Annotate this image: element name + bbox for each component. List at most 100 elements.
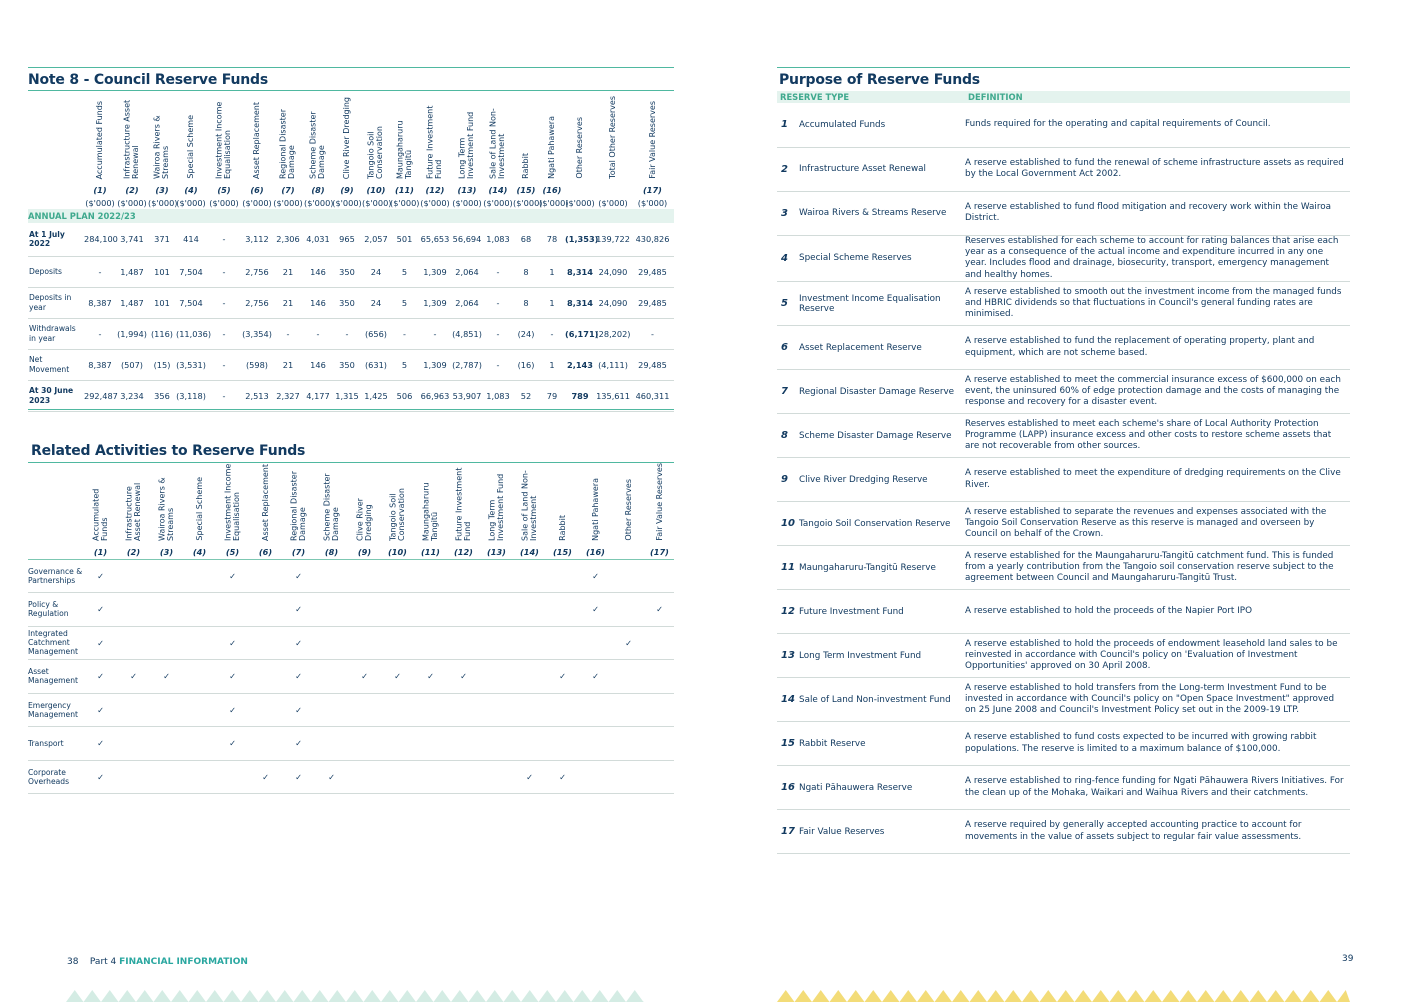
related-row: Transport✓✓✓ bbox=[28, 726, 674, 761]
table-cell: 414 bbox=[176, 223, 206, 257]
related-row-label: Emergency Management bbox=[28, 693, 84, 727]
reserve-name: Future Investment Fund bbox=[799, 589, 966, 635]
table-cell: 29,485 bbox=[631, 287, 674, 319]
footer-part: Part 4 bbox=[89, 957, 117, 967]
table-cell: - bbox=[206, 223, 242, 257]
checkmark-icon: ✓ bbox=[249, 760, 282, 794]
checkmark-icon: ✓ bbox=[84, 559, 117, 593]
column-unit: ($'000) bbox=[148, 198, 178, 208]
empty-cell bbox=[612, 726, 645, 761]
related-row-label: Integrated Catchment Management bbox=[28, 626, 84, 660]
empty-cell bbox=[447, 592, 480, 627]
table-cell: 29,485 bbox=[631, 256, 674, 288]
empty-cell bbox=[249, 693, 282, 727]
related-column-label: Special Scheme bbox=[194, 477, 204, 541]
top-rule bbox=[28, 67, 674, 68]
empty-cell bbox=[480, 693, 513, 727]
checkmark-icon: ✓ bbox=[579, 659, 612, 694]
checkmark-icon: ✓ bbox=[645, 592, 674, 627]
empty-cell bbox=[480, 726, 513, 761]
table-cell: 7,504 bbox=[176, 287, 206, 319]
column-header-label: Infrastructure Asset Renewal bbox=[122, 99, 140, 179]
col-definition: DEFINITION bbox=[965, 91, 1351, 103]
table-cell: 356 bbox=[148, 380, 176, 412]
row-label: Withdrawals in year bbox=[28, 318, 84, 350]
table-cell: 4,177 bbox=[304, 380, 332, 412]
related-column-number: (6) bbox=[258, 546, 273, 557]
table-cell: (3,531) bbox=[176, 349, 206, 381]
checkmark-icon: ✓ bbox=[282, 693, 315, 727]
empty-cell bbox=[315, 626, 348, 660]
related-column-number: (10) bbox=[388, 546, 407, 557]
empty-cell bbox=[315, 693, 348, 727]
empty-cell bbox=[513, 559, 546, 593]
column-unit: ($'000) bbox=[483, 198, 513, 208]
note-title: Note 8 - Council Reserve Funds bbox=[28, 72, 268, 88]
empty-cell bbox=[381, 626, 414, 660]
related-column-label: Tangoio Soil Conservation bbox=[388, 488, 406, 541]
table-cell: 1,309 bbox=[419, 287, 451, 319]
column-header-label: Asset Replacement bbox=[251, 102, 261, 179]
checkmark-icon: ✓ bbox=[579, 592, 612, 627]
row-label: At 1 July 2022 bbox=[28, 223, 84, 257]
column-unit: ($'000) bbox=[637, 198, 668, 208]
related-column-number: (15) bbox=[553, 546, 572, 557]
related-row: Policy & Regulation✓✓✓✓ bbox=[28, 592, 674, 627]
table-cell: 24,090 bbox=[595, 287, 631, 319]
empty-cell bbox=[150, 592, 183, 627]
related-row-label: Asset Management bbox=[28, 659, 84, 694]
checkmark-icon: ✓ bbox=[579, 559, 612, 593]
empty-cell bbox=[249, 559, 282, 593]
column-unit: ($'000) bbox=[304, 198, 334, 208]
empty-cell bbox=[216, 760, 249, 794]
table-cell: (631) bbox=[362, 349, 390, 381]
table-cell: - bbox=[304, 318, 332, 350]
empty-cell bbox=[579, 726, 612, 761]
checkmark-icon: ✓ bbox=[216, 693, 249, 727]
reserve-definition: A reserve established to ring-fence fund… bbox=[965, 765, 1351, 811]
table-cell: 146 bbox=[304, 256, 332, 288]
left-footer: 38 Part 4 FINANCIAL INFORMATION bbox=[67, 957, 248, 967]
checkmark-icon: ✓ bbox=[282, 626, 315, 660]
empty-cell bbox=[150, 726, 183, 761]
column-unit: ($'000) bbox=[420, 198, 450, 208]
table-cell: 1,425 bbox=[362, 380, 390, 412]
reserve-definition: Funds required for the operating and cap… bbox=[965, 103, 1351, 148]
table-cell: (3,354) bbox=[242, 318, 272, 350]
reserve-name: Wairoa Rivers & Streams Reserve bbox=[799, 191, 966, 236]
empty-cell bbox=[381, 760, 414, 794]
table-cell: 24,090 bbox=[595, 256, 631, 288]
related-column-label: Long Term Investment Fund bbox=[487, 473, 505, 541]
table-cell: 5 bbox=[390, 256, 419, 288]
reserve-definition: Reserves established to meet each scheme… bbox=[965, 413, 1351, 459]
reserve-number: 14 bbox=[777, 677, 799, 723]
empty-cell bbox=[315, 659, 348, 694]
related-column-number: (1) bbox=[93, 546, 108, 557]
column-number: (5) bbox=[217, 185, 231, 195]
related-column-number bbox=[612, 545, 645, 559]
column-number bbox=[565, 183, 595, 197]
column-unit: ($'000) bbox=[242, 198, 272, 208]
related-column-number: (5) bbox=[225, 546, 240, 557]
table-cell: 2,756 bbox=[242, 256, 272, 288]
reserve-definition: A reserve required by generally accepted… bbox=[965, 809, 1351, 855]
col-reserve-type: RESERVE TYPE bbox=[777, 91, 966, 103]
related-column-label: Accumulated Funds bbox=[91, 488, 109, 541]
empty-cell bbox=[645, 559, 674, 593]
table-cell: (28,202) bbox=[595, 318, 631, 350]
empty-cell bbox=[150, 559, 183, 593]
related-column-label: Ngati Pahawera bbox=[590, 478, 600, 541]
table-cell: 1 bbox=[539, 256, 565, 288]
checkmark-icon: ✓ bbox=[447, 659, 480, 694]
table-cell: 2,327 bbox=[272, 380, 304, 412]
table-cell: 460,311 bbox=[631, 380, 674, 412]
empty-cell bbox=[612, 559, 645, 593]
empty-cell bbox=[579, 693, 612, 727]
